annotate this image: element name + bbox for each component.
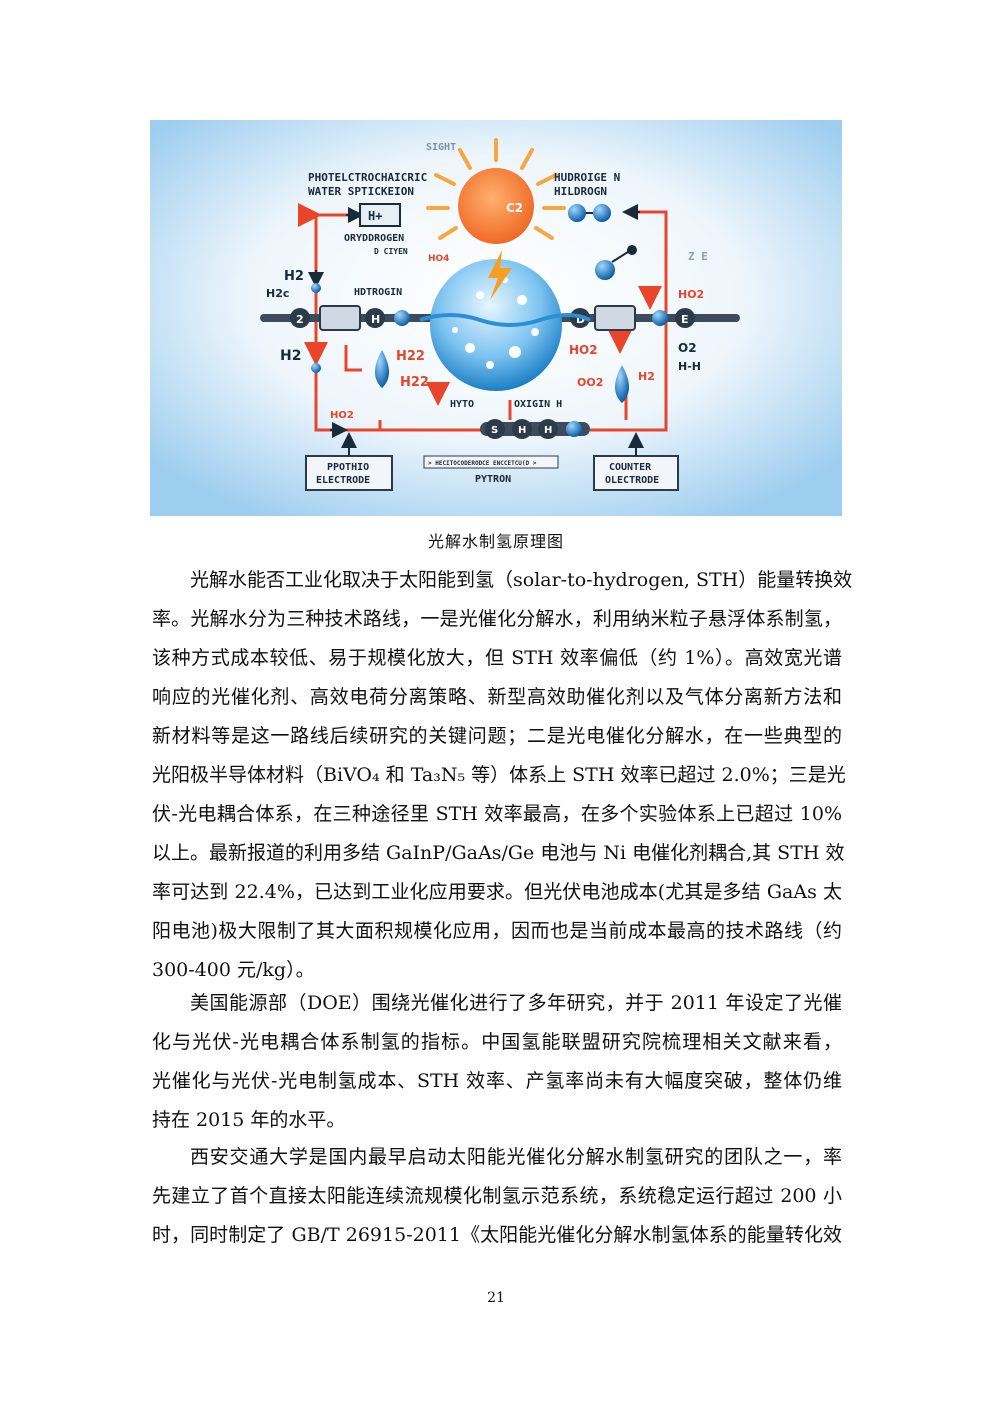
paragraph-1: 光解水能否工业化取决于太阳能到氢（solar-to-hydrogen, STH）…	[152, 561, 853, 990]
sun-icon	[426, 138, 566, 244]
ho2-label-b: HO2	[569, 343, 598, 357]
sight-label: SIGHT	[426, 142, 456, 153]
oxigin-label: OXIGIN H	[514, 399, 562, 410]
paragraph-2: 美国能源部（DOE）围绕光催化进行了多年研究，并于 2011 年设定了光催化与光…	[152, 984, 842, 1140]
water-sphere-icon	[419, 250, 591, 391]
sun-label: C2	[506, 201, 523, 215]
photo-electrode-line2: ELECTRODE	[316, 475, 370, 486]
oo2-label: OO2	[577, 376, 603, 389]
text-line: 率可达到 22.4%，已达到工业化应用要求。但光伏电池成本(尤其是多结 GaAs…	[152, 881, 842, 903]
counter-electrode-line2: OLECTRODE	[605, 475, 659, 486]
h2-label-a: H2	[284, 269, 304, 284]
h2-label-d: H2	[638, 370, 655, 383]
hdtrogin-label: HDTROGIN	[354, 287, 402, 298]
h22-label-b: H22	[400, 375, 429, 390]
text-line: 化与光伏-光电耦合体系制氢的指标。中国氢能联盟研究院梳理相关文献来看，	[152, 1031, 842, 1053]
text-line: 该种方式成本较低、易于规模化放大，但 STH 效率偏低（约 1%）。高效宽光谱	[152, 647, 842, 669]
paragraph-3: 西安交通大学是国内最早启动太阳能光催化分解水制氢研究的团队之一，率先建立了首个直…	[152, 1138, 842, 1255]
title-line1: PHOTELCTROCHAICRIC	[308, 171, 427, 184]
ho2-label-c: HO2	[678, 288, 704, 301]
molecule-icon	[593, 204, 611, 222]
h-plus-label: H+	[368, 209, 382, 223]
figure-water-splitting: C2 2 H D E	[150, 120, 842, 516]
h22-label-a: H22	[396, 349, 425, 364]
ze-label: Z E	[688, 250, 708, 263]
text-line: 光解水能否工业化取决于太阳能到氢（solar-to-hydrogen, STH）…	[190, 569, 853, 591]
center-caption-box	[423, 455, 559, 469]
h2c-label: H2c	[266, 287, 289, 300]
droplet-icon	[375, 350, 389, 388]
water-splitting-diagram: C2 2 H D E	[150, 120, 842, 516]
counter-electrode-box	[593, 455, 679, 491]
page-number: 21	[487, 1290, 505, 1306]
title-line2: WATER SPTICKEION	[308, 185, 414, 198]
text-line: 先建立了首个直接太阳能连续流规模化制氢示范系统，系统稳定运行超过 200 小	[152, 1185, 842, 1207]
ho4-label: HO4	[428, 254, 449, 264]
text-line: 响应的光催化剂、高效电荷分离策略、新型高效助催化剂以及气体分离新方法和	[152, 686, 842, 708]
oxy-line1: ORYDDROGEN	[344, 233, 404, 244]
hyto-label: HYTO	[450, 399, 474, 410]
text-line: 美国能源部（DOE）围绕光催化进行了多年研究，并于 2011 年设定了光催	[190, 992, 842, 1014]
text-line: 光催化与光伏-光电制氢成本、STH 效率、产氢率尚未有大幅度突破，整体仍维	[152, 1070, 842, 1092]
o2-label: O2	[678, 341, 697, 355]
text-line: 持在 2015 年的水平。	[152, 1109, 346, 1131]
hydroige-line2: HILDROGN	[554, 185, 607, 198]
node-2-label: 2	[296, 313, 304, 326]
hydroige-line1: HUDROIGE N	[554, 171, 620, 184]
node-d-label: D	[576, 313, 585, 326]
chain-h2-label: H	[544, 425, 552, 436]
text-line: 以上。最新报道的利用多结 GaInP/GaAs/Ge 电池与 Ni 电催化剂耦合…	[152, 842, 845, 864]
pytron-label: PYTRON	[475, 474, 511, 485]
text-line: 率。光解水分为三种技术路线，一是光催化分解水，利用纳米粒子悬浮体系制氢，	[152, 608, 842, 630]
text-line: 300-400 元/kg）。	[152, 959, 315, 981]
center-caption-label: > HECITOCODERODCE ENCCETCU(D >	[428, 460, 537, 467]
chain-s-label: S	[491, 425, 498, 436]
chain-h1-label: H	[518, 425, 526, 436]
h2-label-b: H2	[280, 348, 301, 364]
counter-electrode-line1: COUNTER	[609, 462, 652, 473]
molecule-icon	[568, 204, 586, 222]
h-plus-box	[359, 203, 401, 227]
node-h-label: H	[371, 313, 380, 326]
photo-electrode-line1: PPOTHIO	[327, 462, 369, 473]
molecule-icon	[595, 260, 615, 280]
text-line: 光阳极半导体材料（BiVO₄ 和 Ta₃N₅ 等）体系上 STH 效率已超过 2…	[152, 764, 846, 786]
text-line: 新材料等是这一路线后续研究的关键问题；二是光电催化分解水，在一些典型的	[152, 725, 842, 747]
text-line: 伏-光电耦合体系，在三种途径里 STH 效率最高，在多个实验体系上已超过 10%	[152, 803, 842, 825]
hh-label: H-H	[678, 360, 701, 373]
text-line: 西安交通大学是国内最早启动太阳能光催化分解水制氢研究的团队之一，率	[190, 1146, 842, 1168]
node-e-label: E	[681, 313, 689, 326]
text-line: 时，同时制定了 GB/T 26915-2011《太阳能光催化分解水制氢体系的能量…	[152, 1224, 842, 1246]
molecule-chain	[480, 419, 590, 439]
figure-caption: 光解水制氢原理图	[427, 532, 564, 551]
droplet-icon	[615, 365, 629, 403]
text-line: 阳电池)极大限制了其大面积规模化应用，因而也是当前成本最高的技术路线（约	[152, 920, 842, 942]
oxy-line2: D CIYEN	[374, 247, 408, 256]
ho2-label-a: HO2	[330, 410, 354, 421]
